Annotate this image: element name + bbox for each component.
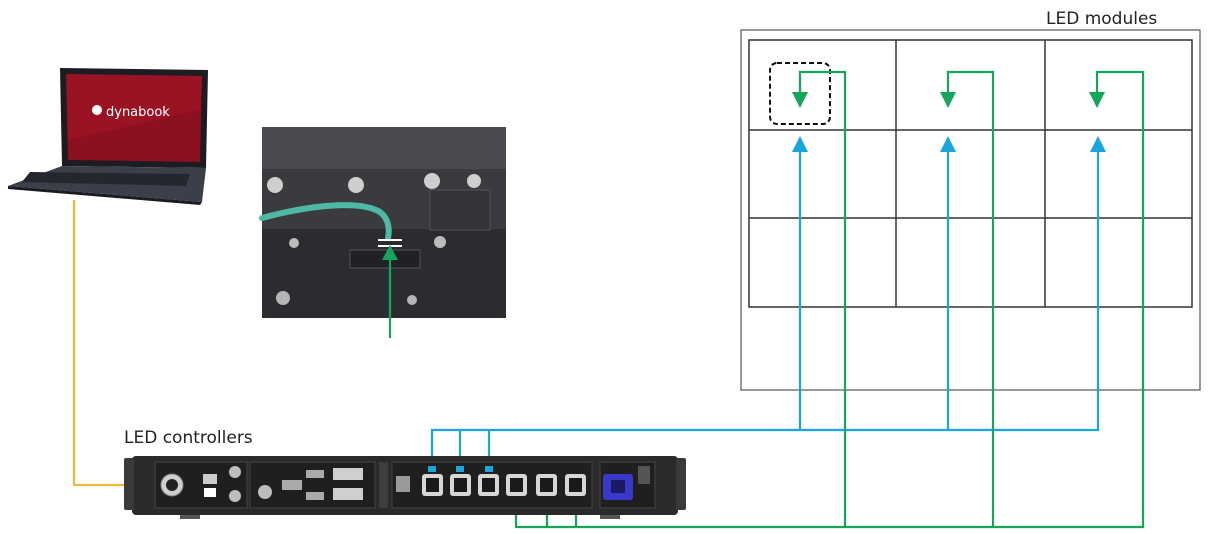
laptop: dynabook [8,68,208,205]
up-arrow-icon [792,136,808,152]
up-arrow-icon [940,136,956,152]
led-controller [124,456,686,519]
up-arrow-icon [382,245,398,260]
led-module-grid [748,39,1193,308]
dvi-port [333,488,363,500]
led-modules-frame [740,29,1201,391]
green-cable-col2 [946,70,995,527]
rack-ear-left [124,458,134,510]
data-in-arrows [792,136,1106,152]
photo-cable [259,202,392,241]
green-cable-main [514,70,1145,529]
led-modules-label: LED modules [1046,9,1157,29]
led-modules-panel: LED modules [740,9,1201,391]
down-arrow-icon [940,92,956,108]
data-in-cables [430,145,1100,470]
dynabook-logo-icon [92,105,102,115]
laptop-keyboard [22,172,190,186]
rack-ear-right [676,458,686,510]
power-switch [638,466,650,484]
down-arrow-icon [792,92,808,108]
green-cable-col1 [798,70,847,527]
highlight-module-box [769,62,831,125]
data-out-arrows [792,92,1105,108]
blue-cable-main [430,145,1100,470]
laptop-brand: dynabook [106,105,170,120]
connector-photo [259,127,506,318]
led-controllers-label: LED controllers [124,428,253,448]
up-arrow-icon [1090,136,1106,152]
dvi-port [333,468,363,480]
ethernet-ports [422,474,586,496]
down-arrow-icon [1089,92,1105,108]
